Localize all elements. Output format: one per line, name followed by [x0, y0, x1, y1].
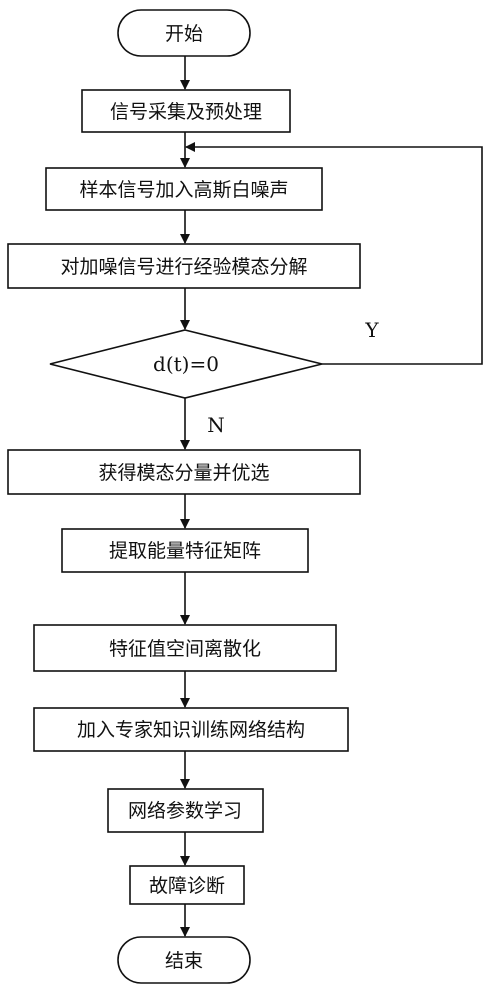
no-label: N [207, 413, 225, 437]
step2-label: 样本信号加入高斯白噪声 [79, 179, 288, 201]
start-terminator [117, 9, 251, 57]
process-box-6 [33, 624, 337, 672]
end-label: 结束 [165, 950, 203, 972]
step4-label: 获得模态分量并优选 [98, 462, 269, 484]
step5-label: 提取能量特征矩阵 [109, 540, 261, 562]
process-box-9 [129, 865, 245, 905]
process-box-4 [7, 449, 361, 495]
step1-label: 信号采集及预处理 [110, 101, 262, 123]
process-box-3 [7, 243, 361, 289]
step8-label: 网络参数学习 [128, 800, 242, 822]
start-label: 开始 [165, 23, 203, 45]
step7-label: 加入专家知识训练网络结构 [77, 719, 305, 741]
process-box-5 [61, 528, 309, 573]
process-box-8 [107, 788, 264, 833]
process-box-7 [33, 707, 349, 752]
yes-label: Y [364, 318, 379, 342]
step6-label: 特征值空间离散化 [109, 638, 261, 660]
step9-label: 故障诊断 [149, 875, 225, 897]
arrow-yes-loop [185, 142, 483, 365]
end-terminator [117, 936, 251, 984]
step3-label: 对加噪信号进行经验模态分解 [60, 256, 307, 278]
process-box-2 [45, 167, 323, 211]
decision-label: d(t)=0 [153, 352, 219, 376]
process-box-1 [81, 89, 291, 133]
